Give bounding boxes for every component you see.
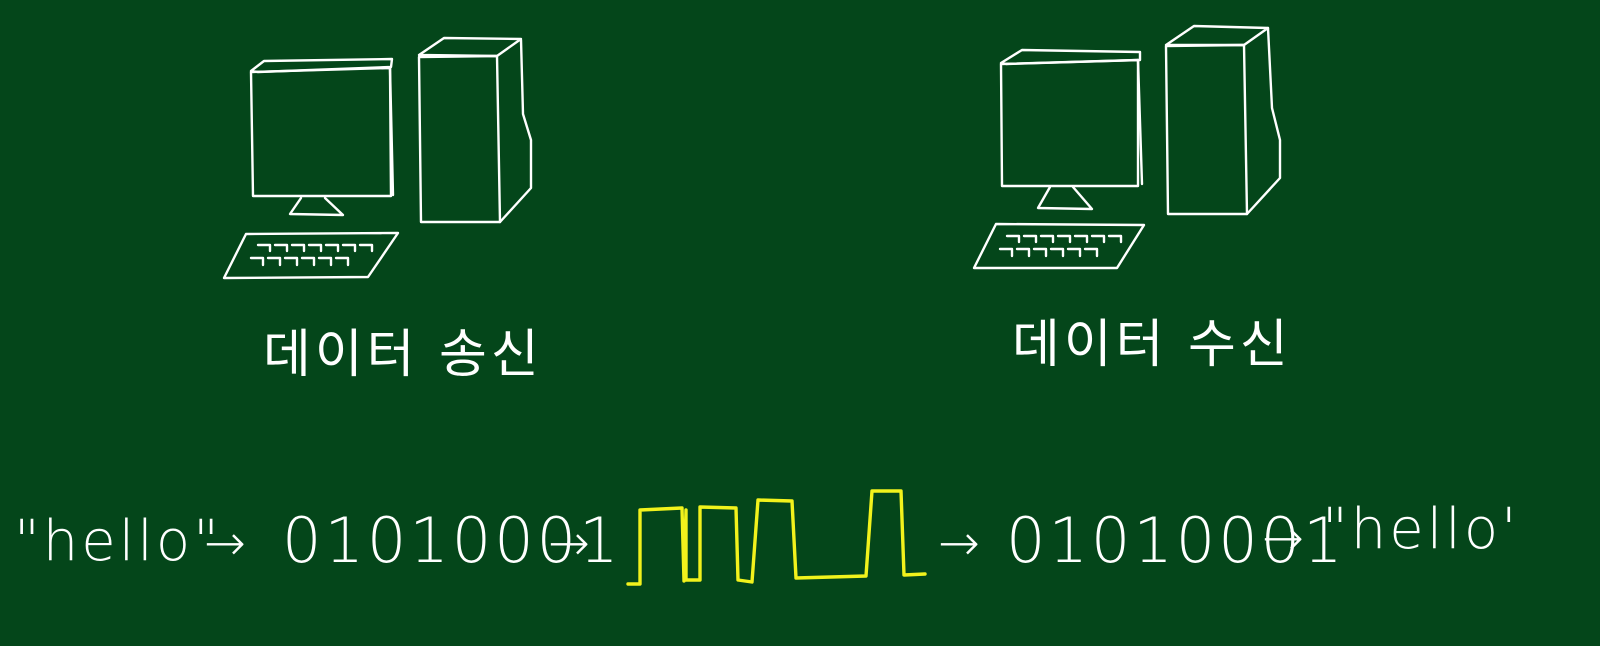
input-text: "hello" xyxy=(14,509,222,574)
square-wave-signal xyxy=(626,489,927,586)
receiver-label: 데이터 수신 xyxy=(1012,315,1292,375)
arrow-4: → xyxy=(1262,509,1307,567)
received-bits: 01010001 xyxy=(1006,504,1346,577)
arrow-2: → xyxy=(548,514,593,572)
sender-computer-icon xyxy=(222,36,533,280)
sender-label: 데이터 송신 xyxy=(263,325,543,385)
arrow-3: → xyxy=(938,514,983,572)
sent-bits: 01010001 xyxy=(282,504,622,577)
receiver-computer-icon xyxy=(972,24,1282,270)
arrow-1: → xyxy=(204,514,249,572)
output-text: "hello' xyxy=(1322,497,1519,562)
